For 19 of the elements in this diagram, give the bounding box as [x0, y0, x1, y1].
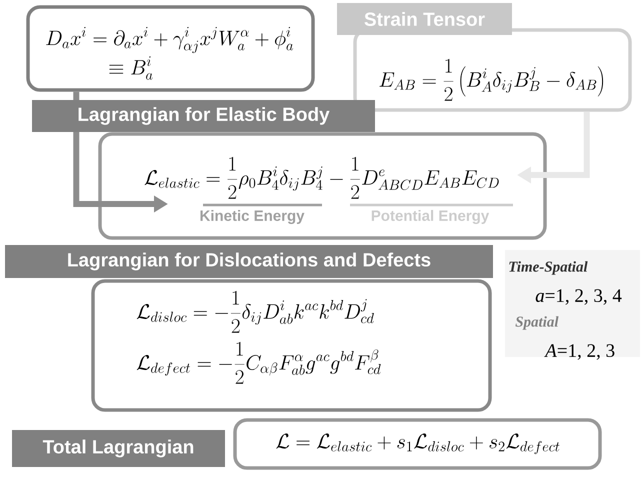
- formula: $\mathcal{L}_{disloc}=-\frac{1}{2}\delta_{ij}D^i_{ab}k^{ac}k^{bd}D^j_{cd}$: [136, 290, 374, 333]
- index-heading: Spatial: [515, 316, 559, 330]
- formula: $\mathcal{L}_{elastic}=\frac{1}{2}\rho_0 B^i_4\delta_{ij}B^j_4-\frac{1}{2}D^e_{ABCD}E_{AB}E_{CD}$: [144, 156, 499, 199]
- formula: $E_{AB}=\frac{1}{2}\left(B^i_A\delta_{ij}B^j_B-\delta_{AB}\right)$: [380, 58, 604, 101]
- heading-bar: Total Lagrangian: [12, 430, 225, 467]
- heading-bar: Lagrangian for Elastic Body: [32, 100, 375, 132]
- formula-box: [91, 279, 492, 412]
- formula: $D_a x^i=\partial_a x^i+\gamma^i_{\alpha j}x^j W^\alpha_a+\phi^i_a$: [46, 27, 293, 54]
- index-heading: Time-Spatial: [509, 261, 588, 275]
- index-range: A=1, 2, 3: [544, 344, 614, 360]
- formula: $\mathcal{L}_{defect}=-\frac{1}{2}C_{\alpha\beta}F^\alpha_{ab}g^{ac}g^{bd}F^\beta_{cd}$: [136, 342, 381, 384]
- formula-box: [26, 5, 315, 92]
- formula-box: [233, 418, 602, 470]
- heading-bar: Lagrangian for Dislocations and Defects: [5, 245, 493, 278]
- index-range: a=1, 2, 3, 4: [536, 289, 622, 305]
- energy-label: Kinetic Energy: [200, 210, 304, 224]
- formula: $\equiv B^i_a$: [109, 56, 152, 80]
- formula-box: [98, 132, 547, 240]
- formula: $\mathcal{L}=\mathcal{L}_{elastic}+s_1\mathcal{L}_{disloc}+s_2\mathcal{L}_{defect}$: [276, 434, 560, 454]
